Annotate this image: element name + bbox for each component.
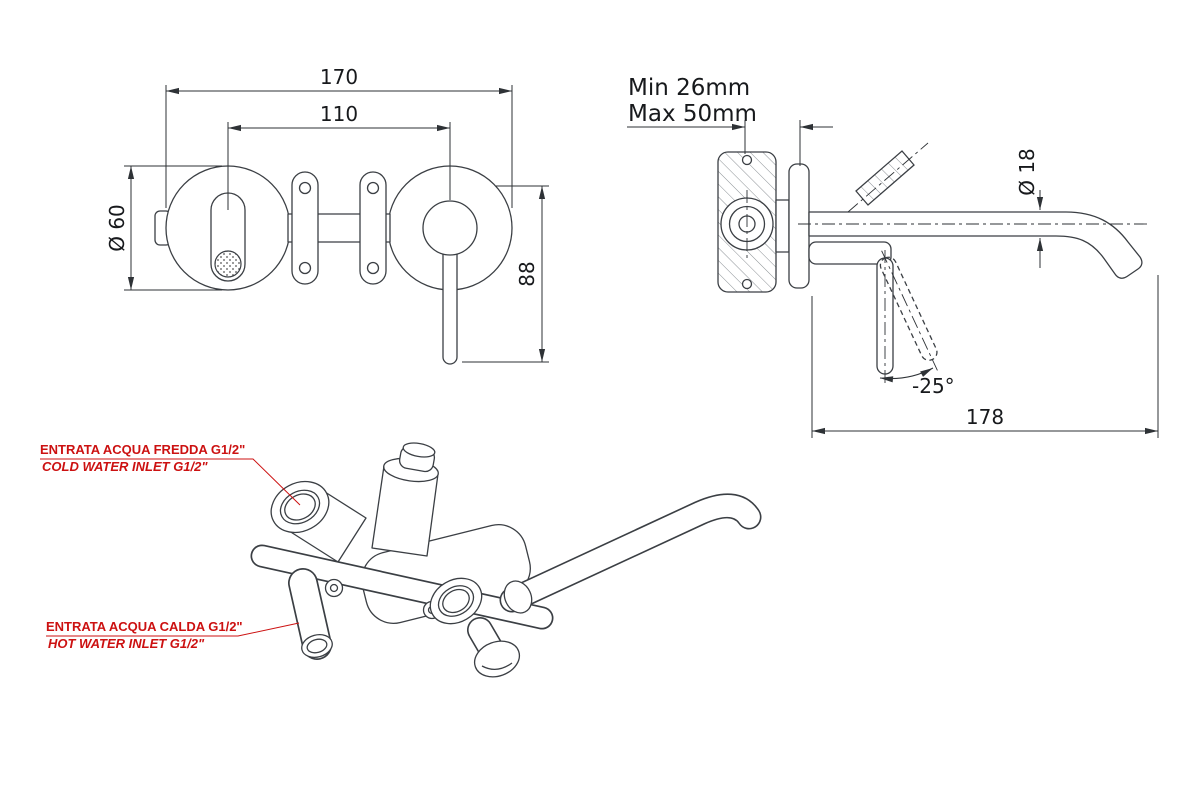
wall-depth-min-label: Min 26mm xyxy=(628,75,750,101)
mounting-hole xyxy=(298,181,312,195)
dimension-wall-depth: Min 26mm Max 50mm xyxy=(627,75,833,166)
hot-inlet-port xyxy=(288,568,333,660)
dim-d60-label: Ø 60 xyxy=(105,204,129,252)
front-handle-hub xyxy=(422,200,478,256)
perspective-spout xyxy=(499,493,762,614)
cold-inlet-label: ENTRATA ACQUA FREDDA G1/2" COLD WATER IN… xyxy=(40,442,301,506)
dimension-body-diameter: Ø 60 xyxy=(105,165,222,291)
dim-d18-label: Ø 18 xyxy=(1015,148,1039,196)
hot-inlet-leader-line xyxy=(46,622,300,637)
mounting-hole xyxy=(366,261,380,275)
cold-inlet-port xyxy=(270,480,367,563)
front-view: 170 110 Ø 60 88 xyxy=(105,65,549,365)
side-spout xyxy=(808,211,1143,279)
dimension-handle-height: 88 xyxy=(462,185,549,363)
dimension-spout-length: 178 xyxy=(811,275,1159,438)
dimension-overall-width: 170 xyxy=(165,65,513,208)
cold-inlet-label-english: COLD WATER INLET G1/2" xyxy=(42,459,208,474)
center-threaded-port xyxy=(429,577,483,625)
front-handle-lever xyxy=(442,247,458,365)
side-view: -25° Min 26mm Max 50mm Ø 18 178 xyxy=(627,75,1159,438)
handle-angle-arc xyxy=(879,367,934,383)
dim-88-label: 88 xyxy=(515,261,539,286)
hot-inlet-label-english: HOT WATER INLET G1/2" xyxy=(48,636,205,651)
dim-170-label: 170 xyxy=(320,65,358,89)
cold-inlet-label-italian: ENTRATA ACQUA FREDDA G1/2" xyxy=(40,442,245,457)
mounting-hole xyxy=(366,181,380,195)
hot-inlet-label-italian: ENTRATA ACQUA CALDA G1/2" xyxy=(46,619,243,634)
front-aerator xyxy=(214,250,242,278)
hot-inlet-label: ENTRATA ACQUA CALDA G1/2" HOT WATER INLE… xyxy=(46,619,300,651)
bracket-ear-hole xyxy=(329,583,339,593)
side-handle-arm xyxy=(808,241,892,265)
spout-joint xyxy=(503,580,533,614)
bottom-outlet-cap xyxy=(467,617,521,678)
cartridge-cap-top xyxy=(402,442,436,458)
dim-178-label: 178 xyxy=(966,405,1004,429)
dim-angle-label: -25° xyxy=(912,374,955,398)
dim-110-label: 110 xyxy=(320,102,358,126)
dimension-spout-diameter: Ø 18 xyxy=(1015,148,1044,268)
mounting-hole xyxy=(298,261,312,275)
side-wall-flange xyxy=(788,163,810,289)
dimension-center-distance: 110 xyxy=(227,102,451,210)
bracket-ear xyxy=(324,578,344,598)
side-connector xyxy=(775,199,790,253)
wall-depth-max-label: Max 50mm xyxy=(628,101,757,127)
side-screw-bottom xyxy=(741,278,753,290)
perspective-view: ENTRATA ACQUA FREDDA G1/2" COLD WATER IN… xyxy=(40,442,762,678)
front-mounting-lugs xyxy=(291,171,387,285)
cold-inlet-leader-line xyxy=(40,458,301,506)
side-lever-up-position xyxy=(855,150,915,206)
side-screw-top xyxy=(741,154,753,166)
